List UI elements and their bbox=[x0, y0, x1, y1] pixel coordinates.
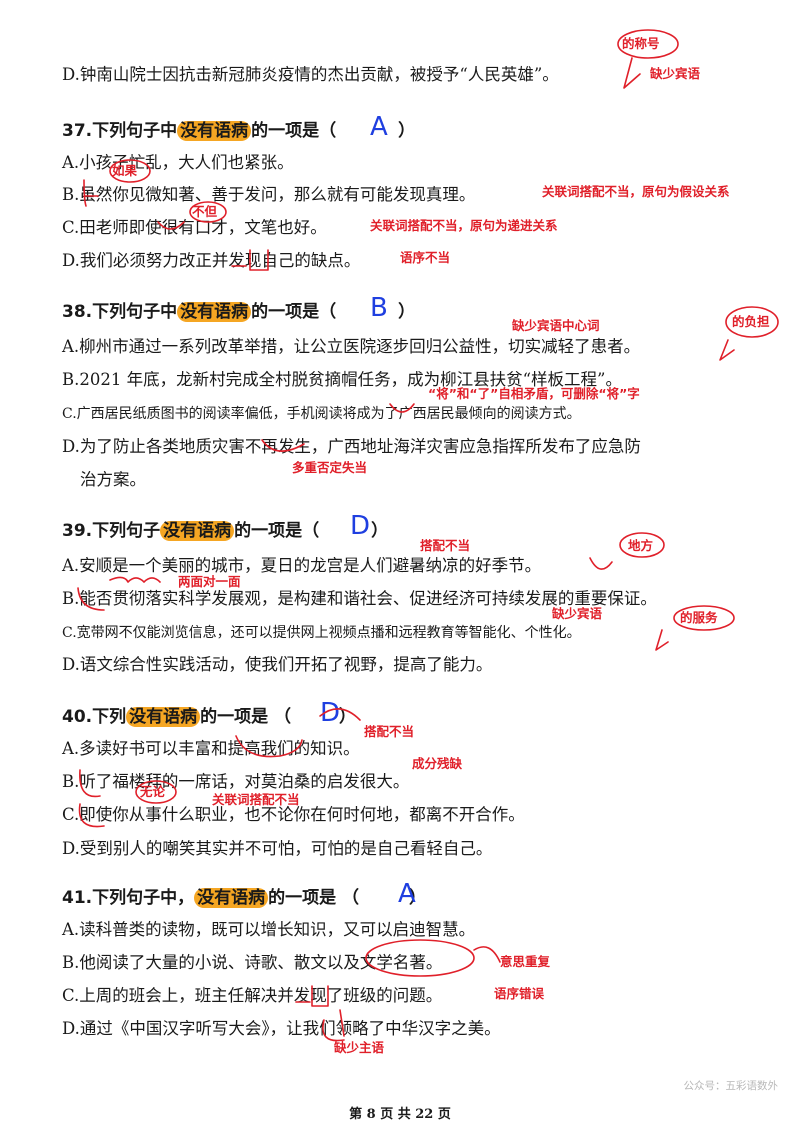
annotation-insert: 的称号 bbox=[622, 36, 660, 51]
question-37-title: 37.下列句子中没有语病的一项是（） bbox=[62, 121, 416, 141]
question-40-option-d: D.受到别人的嘲笑其实并不可怕，可怕的是自己看轻自己。 bbox=[62, 839, 493, 858]
question-37-option-b: B.虽然你见微知著、善于发问，那么就有可能发现真理。 bbox=[62, 185, 476, 204]
question-40-answer: D bbox=[320, 698, 341, 728]
question-38-option-d: D.为了防止各类地质灾害不再发生，广西地址海洋灾害应急指挥所发布了应急防 bbox=[62, 437, 641, 456]
annotation: 多重否定失当 bbox=[292, 460, 368, 475]
question-39-option-d: D.语文综合性实践活动，使我们开拓了视野，提高了能力。 bbox=[62, 655, 493, 674]
annotation: 无论 bbox=[140, 784, 166, 799]
question-38-option-d-cont: 治方案。 bbox=[80, 470, 146, 489]
question-38-title: 38.下列句子中没有语病的一项是（） bbox=[62, 302, 416, 322]
circle-mark bbox=[589, 557, 613, 570]
annotation: 的负担 bbox=[732, 314, 770, 329]
highlight: 没有语病 bbox=[160, 521, 235, 541]
annotation: 语序错误 bbox=[494, 986, 545, 1001]
question-40-option-c: C.即使你从事什么职业，也不论你在何时何地，都离不开合作。 bbox=[62, 805, 525, 824]
annotation: 关联词搭配不当，原句为递进关系 bbox=[370, 218, 558, 233]
annotation: 两面对一面 bbox=[178, 574, 241, 589]
question-41-option-d: D.通过《中国汉字听写大会》，让我们领略了中华汉字之美。 bbox=[62, 1019, 501, 1038]
annotation: 语序不当 bbox=[400, 250, 451, 265]
question-41-option-a: A.读科普类的读物，既可以增长知识，又可以启迪智慧。 bbox=[62, 920, 476, 939]
question-37-option-c: C.田老师即使很有口才，文笔也好。 bbox=[62, 218, 327, 237]
annotation: “将”和“了”自相矛盾，可删除“将”字 bbox=[428, 386, 640, 401]
annotation-reason: 缺少宾语 bbox=[650, 66, 701, 81]
question-39-answer: D bbox=[350, 511, 371, 541]
annotation: 关联词搭配不当 bbox=[212, 792, 300, 807]
question-37-option-a: A.小孩子忙乱，大人们也紧张。 bbox=[62, 153, 294, 172]
highlight: 没有语病 bbox=[177, 302, 252, 322]
annotation: 搭配不当 bbox=[364, 724, 415, 739]
option-d-carryover: D.钟南山院士因抗击新冠肺炎疫情的杰出贡献，被授予“人民英雄”。 bbox=[62, 65, 559, 84]
question-40-title: 40.下列没有语病的一项是 （） bbox=[62, 707, 357, 727]
annotation: 意思重复 bbox=[500, 954, 551, 969]
watermark: 公众号：五彩语数外 bbox=[683, 1080, 779, 1092]
question-41-option-b: B.他阅读了大量的小说、诗歌、散文以及文学名著。 bbox=[62, 953, 443, 972]
question-39-title: 39.下列句子没有语病的一项是（） bbox=[62, 521, 389, 541]
question-38-option-c: C.广西居民纸质图书的阅读率偏低，手机阅读将成为了广西居民最倾向的阅读方式。 bbox=[62, 406, 581, 422]
annotation: 缺少宾语 bbox=[552, 606, 603, 621]
question-38-answer: B bbox=[370, 293, 388, 323]
insert-caret bbox=[623, 57, 641, 89]
question-41-option-c: C.上周的班会上，班主任解决并发现了班级的问题。 bbox=[62, 986, 443, 1005]
annotation: 不但 bbox=[192, 204, 218, 219]
annotation: 缺少宾语中心词 bbox=[512, 318, 600, 333]
question-39-option-b: B.能否贯彻落实科学发展观，是构建和谐社会、促进经济可持续发展的重要保证。 bbox=[62, 589, 657, 608]
annotation: 如果 bbox=[112, 163, 138, 178]
highlight: 没有语病 bbox=[194, 888, 269, 908]
page-footer: 第 8 页 共 22 页 bbox=[349, 1107, 451, 1122]
question-38-option-a: A.柳州市通过一系列改革举措，让公立医院逐步回归公益性，切实减轻了患者。 bbox=[62, 337, 641, 356]
question-39-option-a: A.安顺是一个美丽的城市，夏日的龙宫是人们避暑纳凉的好季节。 bbox=[62, 556, 542, 575]
question-40-option-a: A.多读好书可以丰富和提高我们的知识。 bbox=[62, 739, 360, 758]
question-39-option-c: C.宽带网不仅能浏览信息，还可以提供网上视频点播和远程教育等智能化、个性化。 bbox=[62, 625, 581, 641]
question-37-option-d: D.我们必须努力改正并发现自己的缺点。 bbox=[62, 251, 361, 270]
annotation: 搭配不当 bbox=[420, 538, 471, 553]
question-38-option-b: B.2021 年底，龙新村完成全村脱贫摘帽任务，成为柳江县扶贫“样板工程”。 bbox=[62, 370, 622, 389]
annotation: 的服务 bbox=[680, 610, 718, 625]
arrow-mark bbox=[473, 946, 501, 963]
insert-caret bbox=[719, 339, 735, 361]
question-41-title: 41.下列句子中，没有语病的一项是 （） bbox=[62, 888, 427, 908]
insert-caret bbox=[655, 629, 669, 651]
question-37-answer: A bbox=[370, 112, 388, 142]
annotation: 关联词搭配不当，原句为假设关系 bbox=[542, 184, 730, 199]
annotation: 地方 bbox=[628, 538, 654, 553]
highlight: 没有语病 bbox=[126, 707, 201, 727]
question-41-answer: A bbox=[398, 879, 416, 909]
annotation: 成分残缺 bbox=[412, 756, 463, 771]
highlight: 没有语病 bbox=[177, 121, 252, 141]
annotation: 缺少主语 bbox=[334, 1040, 385, 1055]
